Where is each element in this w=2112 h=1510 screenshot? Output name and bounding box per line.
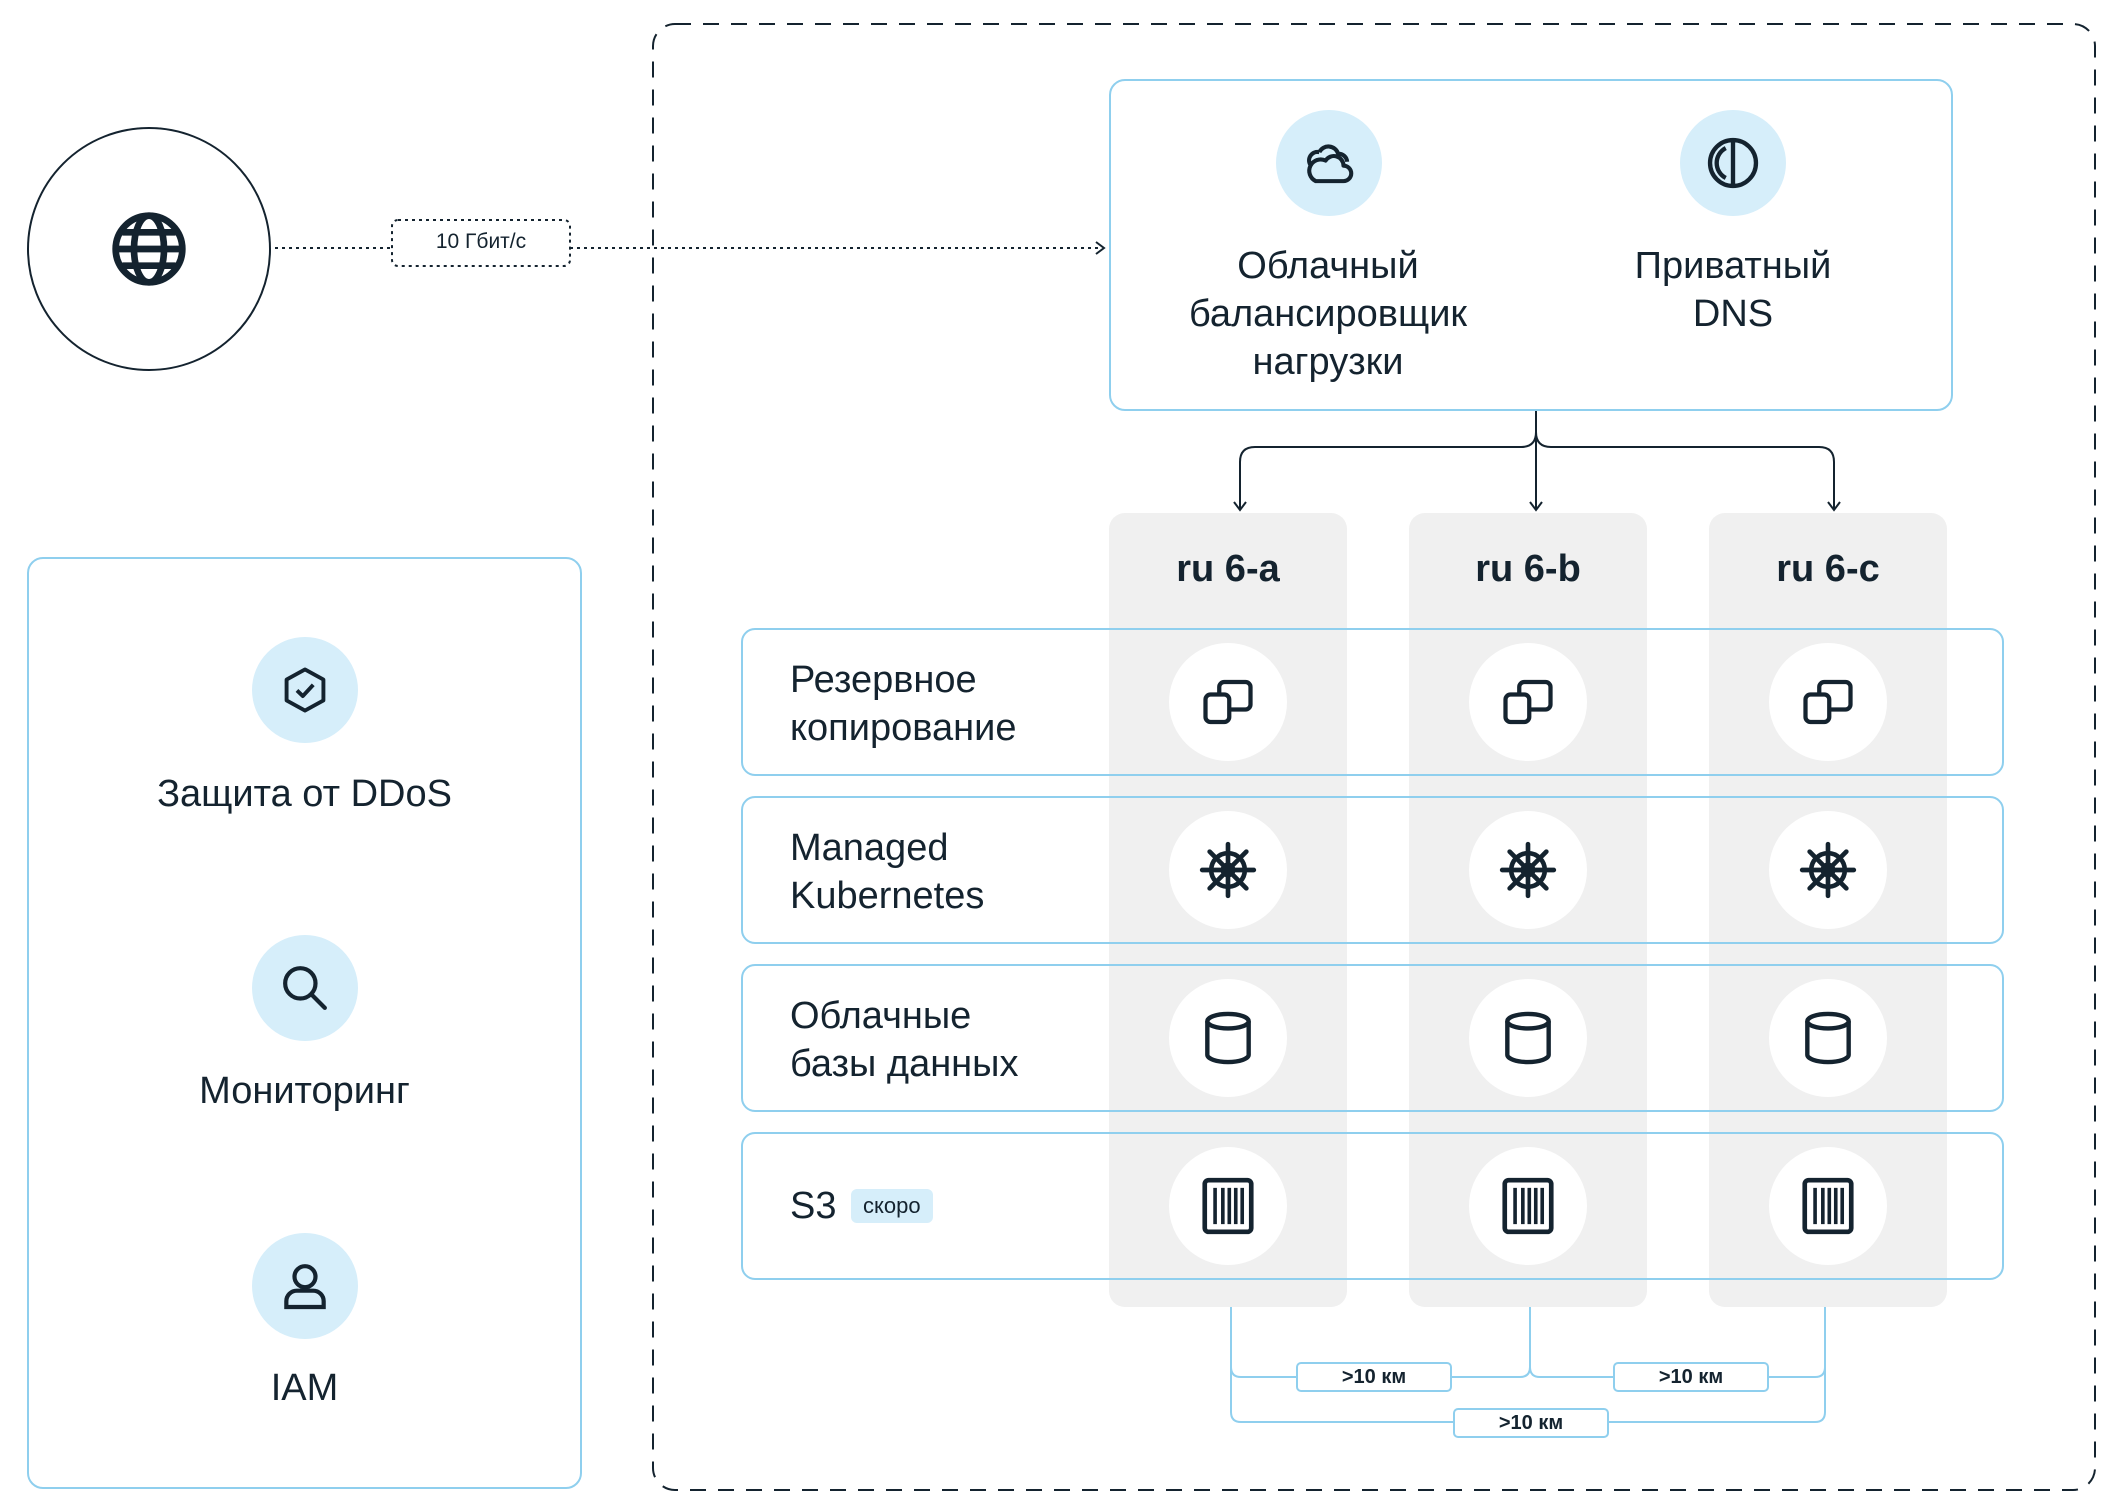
copy-icon xyxy=(1203,679,1253,725)
kubernetes-zone-a xyxy=(1169,811,1287,929)
bandwidth-label: 10 Гбит/с xyxy=(435,230,527,253)
search-icon xyxy=(283,966,327,1010)
database-icon xyxy=(1805,1011,1851,1065)
internet-node xyxy=(27,127,271,371)
network-services-box xyxy=(1109,79,1953,411)
load-balancer-label-line3: нагрузки xyxy=(1252,341,1404,383)
databases-label-line2: базы данных xyxy=(790,1043,1019,1085)
s3-soon-badge: скоро xyxy=(851,1189,933,1223)
backup-label: Резервное копирование xyxy=(790,656,1017,752)
databases-label: Облачные базы данных xyxy=(790,992,1018,1088)
dns-icon-circle xyxy=(1680,110,1786,216)
storage-bucket-icon xyxy=(1802,1177,1854,1235)
service-row-kubernetes: Managed Kubernetes xyxy=(741,796,2004,944)
load-balancer-label-line2: балансировщик xyxy=(1188,293,1468,335)
service-row-s3: S3 скоро xyxy=(741,1132,2004,1280)
storage-zone-b xyxy=(1469,1147,1587,1265)
service-row-databases: Облачные базы данных xyxy=(741,964,2004,1112)
database-zone-c xyxy=(1769,979,1887,1097)
dns-label-line2: DNS xyxy=(1692,293,1774,335)
distance-label-ac: >10 км xyxy=(1453,1408,1609,1438)
zone-title-c: ru 6-c xyxy=(1776,548,1880,590)
kubernetes-label-line2: Kubernetes xyxy=(790,875,985,917)
globe-icon xyxy=(112,212,186,286)
distance-label-ab: >10 км xyxy=(1296,1362,1452,1392)
zone-title-b: ru 6-b xyxy=(1475,548,1581,590)
internet-link xyxy=(275,219,1106,267)
load-balancer-label: Облачный балансировщик нагрузки xyxy=(1128,242,1528,386)
s3-label: S3 xyxy=(790,1185,837,1227)
dns-label: Приватный DNS xyxy=(1583,242,1883,338)
backup-label-line2: копирование xyxy=(790,707,1017,749)
kubernetes-label-line1: Managed xyxy=(790,827,949,869)
kubernetes-helm-icon xyxy=(1799,841,1857,899)
copy-icon xyxy=(1803,679,1853,725)
ddos-label: Защита от DDoS xyxy=(157,773,452,815)
kubernetes-helm-icon xyxy=(1499,841,1557,899)
backup-zone-c xyxy=(1769,643,1887,761)
kubernetes-helm-icon xyxy=(1199,841,1257,899)
user-icon xyxy=(284,1264,326,1310)
databases-label-line1: Облачные xyxy=(790,995,972,1037)
iam-label: IAM xyxy=(270,1367,339,1409)
load-balancer-label-line1: Облачный xyxy=(1237,245,1419,287)
database-zone-a xyxy=(1169,979,1287,1097)
dns-label-line1: Приватный xyxy=(1634,245,1832,287)
database-icon xyxy=(1505,1011,1551,1065)
database-icon xyxy=(1205,1011,1251,1065)
storage-zone-a xyxy=(1169,1147,1287,1265)
storage-zone-c xyxy=(1769,1147,1887,1265)
iam-icon-circle xyxy=(252,1233,358,1339)
service-row-backup: Резервное копирование xyxy=(741,628,2004,776)
load-balancer-icon-circle xyxy=(1276,110,1382,216)
copy-icon xyxy=(1503,679,1553,725)
kubernetes-zone-b xyxy=(1469,811,1587,929)
zone-connectors xyxy=(1233,411,1841,512)
backup-zone-a xyxy=(1169,643,1287,761)
security-panel xyxy=(27,557,582,1489)
dns-icon xyxy=(1707,137,1759,189)
storage-bucket-icon xyxy=(1202,1177,1254,1235)
storage-bucket-icon xyxy=(1502,1177,1554,1235)
cloud-icon xyxy=(1307,144,1354,184)
monitoring-icon-circle xyxy=(252,935,358,1041)
kubernetes-zone-c xyxy=(1769,811,1887,929)
shield-check-icon xyxy=(284,667,326,713)
backup-label-line1: Резервное xyxy=(790,659,977,701)
kubernetes-label: Managed Kubernetes xyxy=(790,824,984,920)
zone-title-a: ru 6-a xyxy=(1176,548,1280,590)
monitoring-label: Мониторинг xyxy=(199,1070,410,1112)
ddos-icon-circle xyxy=(252,637,358,743)
backup-zone-b xyxy=(1469,643,1587,761)
database-zone-b xyxy=(1469,979,1587,1097)
distance-label-bc: >10 км xyxy=(1613,1362,1769,1392)
